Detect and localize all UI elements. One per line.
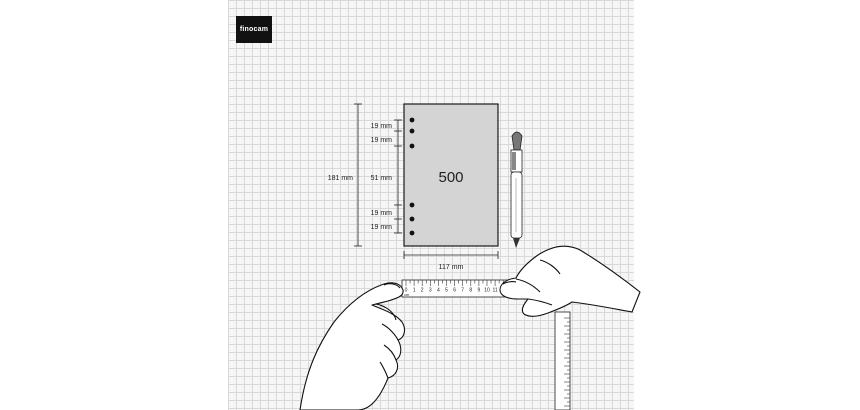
square-ruler-arm <box>554 311 571 410</box>
height-dimension-line <box>354 103 362 247</box>
ruler-tick-label: 10 <box>484 288 490 294</box>
segment-label: 19 mm <box>371 137 393 144</box>
ruler-tick-label: 0 <box>405 288 408 294</box>
brand-logo: finocam <box>236 16 272 43</box>
ruler-tick-label: 5 <box>445 288 448 294</box>
width-dimension-line <box>403 251 499 259</box>
ruler-tick-label: 4 <box>437 288 440 294</box>
left-hand-icon <box>299 282 406 410</box>
ruler-tick-label: 8 <box>469 288 472 294</box>
ruler-tick-label: 11 <box>492 288 497 294</box>
ruler-tick-label: 7 <box>461 288 464 294</box>
ruler-tick-label: 1 <box>413 288 416 294</box>
segment-label: 51 mm <box>371 175 393 182</box>
sheet-model-label: 500 <box>438 169 463 186</box>
punch-holes <box>409 117 415 236</box>
ruler-unit-label: cm <box>404 292 410 297</box>
right-hand-icon <box>499 245 641 317</box>
segment-label: 19 mm <box>371 224 393 231</box>
ruler-tick-label: 3 <box>429 288 432 294</box>
ruler-tick-label: 6 <box>453 288 456 294</box>
pen-icon <box>510 131 523 248</box>
width-label: 117 mm <box>439 264 464 271</box>
height-label: 181 mm <box>328 175 353 182</box>
ruler-tick-label: 9 <box>478 288 481 294</box>
segment-label: 19 mm <box>371 123 393 130</box>
ruler-tick-label: 2 <box>421 288 424 294</box>
segment-label: 19 mm <box>371 210 393 217</box>
segment-dimension-lines <box>394 119 402 234</box>
refill-sheet <box>403 103 499 247</box>
